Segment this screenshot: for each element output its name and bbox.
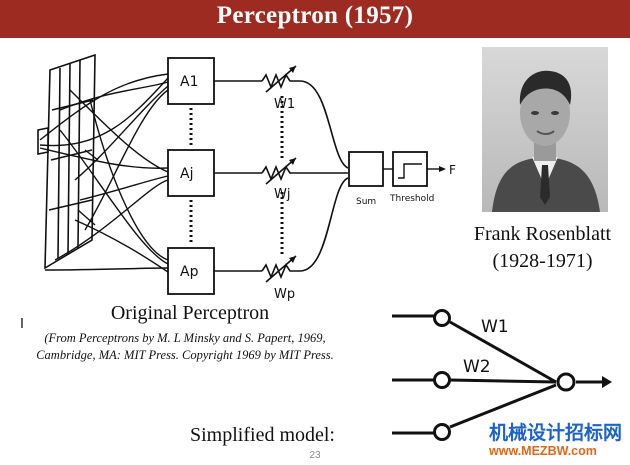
watermark-text: 机械设计招标网 — [489, 422, 623, 444]
threshold-box — [392, 151, 428, 187]
simplified-w1-label: W1 — [481, 317, 509, 337]
unit-aj-label: Aj — [180, 166, 193, 182]
retina-grid — [37, 53, 96, 270]
portrait-name: Frank Rosenblatt — [473, 223, 612, 245]
threshold-label: Threshold — [389, 194, 434, 204]
title-bar — [0, 0, 630, 38]
page-number: 23 — [309, 450, 321, 461]
output-label: F — [449, 163, 456, 177]
sum-label: Sum — [356, 197, 376, 207]
unit-aj-box — [167, 149, 215, 197]
input-node-2 — [433, 371, 451, 389]
unit-a1-label: A1 — [180, 74, 198, 90]
sum-box — [348, 151, 384, 187]
weight-wp-label: Wp — [274, 287, 295, 302]
unit-ap-box — [167, 247, 215, 295]
perceptron-diagram: A1 Aj Ap W1 Wj Wp — [21, 53, 612, 441]
citation-text: (From Perceptrons by M. L Minsky and S. … — [36, 331, 334, 362]
input-node-3 — [433, 423, 451, 441]
rosenblatt-portrait — [482, 47, 608, 212]
input-node-1 — [433, 309, 451, 327]
unit-ap-label: Ap — [180, 264, 199, 280]
unit-a1-box — [167, 57, 215, 105]
weight-w1-label: W1 — [274, 97, 295, 112]
connection-lines — [39, 73, 169, 273]
portrait-years: (1928-1971) — [492, 250, 593, 272]
weight-wj-label: Wj — [274, 187, 290, 202]
watermark-url: www.MEZBW.com — [489, 444, 597, 458]
original-perceptron-caption: Original Perceptron — [110, 302, 270, 324]
watermark: 机械设计招标网 www.MEZBW.com — [489, 418, 629, 462]
simplified-model — [392, 314, 604, 435]
simplified-w2-label: W2 — [463, 357, 491, 377]
output-node — [556, 372, 576, 392]
simplified-model-caption: Simplified model: — [190, 424, 335, 446]
slide-title: Perceptron (1957) — [216, 2, 414, 29]
